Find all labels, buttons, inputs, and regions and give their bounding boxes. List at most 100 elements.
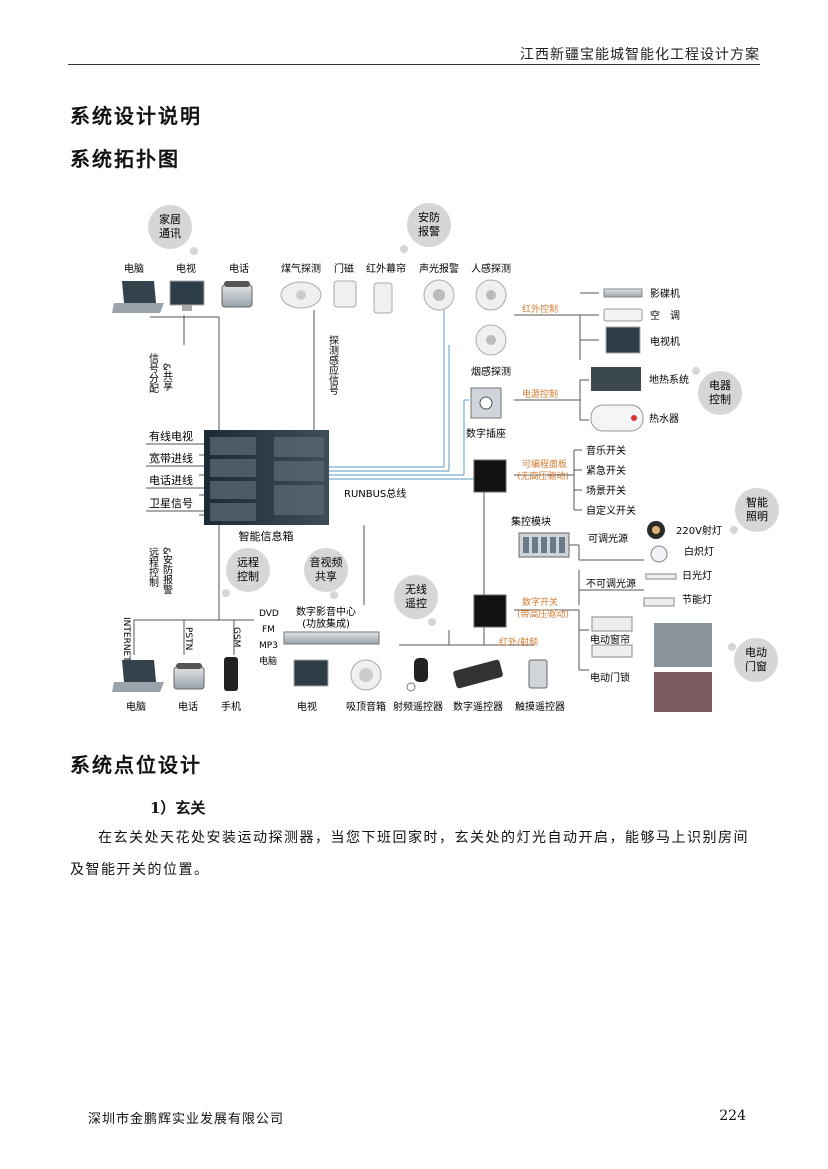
bus-lines	[329, 310, 504, 480]
svg-text:数字开关: 数字开关	[522, 596, 558, 608]
touch-remote-icon	[528, 659, 548, 689]
footer-company: 深圳市金鹏辉实业发展有限公司	[88, 1112, 285, 1127]
svg-text:卫星信号: 卫星信号	[149, 497, 193, 510]
top-device-labels: 电脑 电视 电话	[124, 262, 249, 275]
svg-text:红外幕帘: 红外幕帘	[366, 262, 406, 275]
svg-text:电动门锁: 电动门锁	[590, 671, 630, 684]
floor-heating-icon	[591, 367, 641, 391]
svg-text:影碟机: 影碟机	[650, 287, 680, 300]
topology-svg: 家居 通讯 安防 报警 电器 控制 智能 照明 远程 控制 音视频 共享 无线 …	[112, 203, 779, 713]
svg-text:场景开关: 场景开关	[586, 484, 626, 497]
svg-text:MP3: MP3	[259, 641, 278, 651]
svg-text:电脑: 电脑	[259, 655, 277, 667]
svg-text:GSM: GSM	[231, 627, 241, 647]
bubble-curtain: 电动 门窗	[728, 638, 778, 682]
light-labels: 220V射灯 白炽灯 日光灯 节能灯	[676, 525, 722, 606]
svg-text:数字影音中心: 数字影音中心	[296, 605, 356, 618]
svg-text:远程: 远程	[237, 556, 259, 569]
svg-text:PSTN: PSTN	[183, 627, 193, 650]
svg-text:(功放集成): (功放集成)	[302, 617, 350, 630]
svg-text:电视机: 电视机	[650, 335, 680, 348]
alarm-icon	[423, 279, 455, 311]
remote-labels: 射频遥控器 数字遥控器 触摸遥控器	[393, 700, 565, 713]
smoke-detector-icon	[475, 324, 507, 356]
ir-control-label: 红外控制	[522, 303, 558, 315]
svg-text:宽带进线: 宽带进线	[149, 451, 193, 465]
ir-curtain-icon	[373, 282, 393, 314]
svg-text:遥控: 遥控	[405, 596, 427, 610]
svg-text:门窗: 门窗	[745, 659, 767, 673]
ir-appliance-labels: 影碟机 空 调 电视机	[650, 287, 680, 348]
svg-text:电话: 电话	[178, 700, 198, 713]
bubble-remote: 远程 控制	[222, 548, 270, 597]
laptop-icon	[112, 281, 164, 313]
bulb-icon	[650, 545, 668, 563]
central-module-label: 集控模块	[511, 515, 551, 528]
section-topology-title: 系统拓扑图	[70, 147, 180, 171]
svg-text:自定义开关: 自定义开关	[586, 504, 636, 517]
svg-text:电脑: 电脑	[124, 262, 144, 275]
dimmable-label: 可调光源	[588, 532, 628, 545]
spotlight-icon	[647, 521, 665, 539]
svg-text:(无高压驱动): (无高压驱动)	[517, 470, 569, 482]
svg-text:空 调: 空 调	[650, 309, 680, 322]
svg-text:热水器: 热水器	[649, 412, 679, 425]
bubble-appliance: 电器 控制	[692, 367, 742, 415]
av-center-labels: 数字影音中心 (功放集成)	[296, 605, 356, 630]
svg-text:音视频: 音视频	[310, 555, 343, 569]
svg-text:触摸遥控器: 触摸遥控器	[515, 700, 565, 713]
smoke-label: 烟感探测	[471, 365, 511, 378]
av-input-labels: DVD FM MP3 电脑	[259, 609, 279, 667]
curtain-motor-icon	[591, 616, 633, 632]
svg-text:报警: 报警	[418, 224, 440, 238]
phone-bottom-icon	[173, 663, 205, 690]
vertical-label-detect: 探测感应信号	[327, 334, 339, 396]
digital-socket-icon	[470, 387, 502, 419]
header-rule	[68, 64, 760, 65]
svg-text:电视: 电视	[176, 262, 196, 275]
svg-text:白炽灯: 白炽灯	[684, 545, 714, 558]
svg-text:共享: 共享	[315, 569, 337, 583]
svg-text:电器: 电器	[709, 379, 731, 392]
smart-info-box	[204, 430, 329, 525]
svg-text:DVD: DVD	[259, 609, 279, 619]
svg-text:电脑: 电脑	[126, 700, 146, 713]
prog-panel-labels: 可编程面板 (无高压驱动)	[517, 458, 569, 482]
ir-rf-label: 红外/射频	[499, 636, 538, 648]
item-1-label: 1）玄关	[150, 799, 206, 817]
laptop-bottom-icon	[112, 660, 164, 692]
vertical-label-remote: 远程控制 &安防报警	[147, 547, 173, 595]
topology-diagram: 家居 通讯 安防 报警 电器 控制 智能 照明 远程 控制 音视频 共享 无线 …	[104, 185, 790, 730]
svg-text:手机: 手机	[221, 700, 241, 713]
rf-remote-icon	[406, 658, 428, 692]
svg-text:&共享: &共享	[161, 363, 173, 391]
switch-labels: 音乐开关 紧急开关 场景开关 自定义开关	[586, 444, 636, 517]
line-type-labels: INTERNET PSTN GSM	[121, 617, 241, 662]
svg-text:节能灯: 节能灯	[682, 593, 712, 606]
bubble-security: 安防 报警	[400, 203, 451, 253]
motion-sensor-icon	[475, 279, 507, 311]
av-center-icon	[283, 631, 380, 645]
left-input-labels: 有线电视 宽带进线 电话进线 卫星信号	[149, 429, 193, 510]
door-magnet-icon	[333, 280, 357, 308]
av-tv-icon	[293, 659, 329, 687]
bubble-smart-light: 智能 照明	[730, 488, 779, 534]
svg-text:信号分配: 信号分配	[147, 353, 159, 393]
digital-remote-icon	[453, 659, 503, 689]
svg-text:吸顶音箱: 吸顶音箱	[346, 700, 386, 713]
svg-text:INTERNET: INTERNET	[121, 617, 131, 662]
svg-text:家居: 家居	[159, 212, 181, 226]
power-control-label: 电源控制	[522, 388, 558, 400]
monitor-icon	[169, 280, 205, 311]
mobile-phone-icon	[224, 657, 238, 691]
phone-icon	[221, 281, 253, 308]
svg-text:电话: 电话	[229, 262, 249, 275]
digital-switch-icon	[473, 594, 507, 628]
tv-icon	[605, 326, 641, 354]
svg-text:FM: FM	[262, 625, 275, 635]
svg-text:(带高压驱动): (带高压驱动)	[517, 608, 569, 620]
svg-text:音乐开关: 音乐开关	[586, 444, 626, 457]
water-heater-icon	[590, 404, 644, 432]
svg-text:声光报警: 声光报警	[419, 262, 459, 275]
svg-text:紧急开关: 紧急开关	[586, 464, 626, 477]
